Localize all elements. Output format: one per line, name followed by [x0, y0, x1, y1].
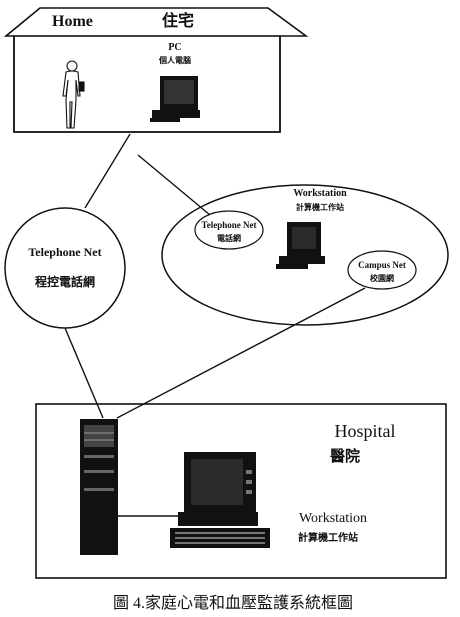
- pc-label: PC: [168, 42, 181, 53]
- campus-net-label-zh: 校園網: [370, 273, 394, 283]
- small-telephone-net-label: Telephone Net: [202, 220, 257, 230]
- small-telephone-net-ellipse: [194, 210, 264, 250]
- campus-group: Workstation 計算機工作站 Telephone Net 電話網 Cam…: [161, 184, 449, 326]
- figure-caption: 圖 4.家庭心電和血壓監護系統框圖: [113, 594, 353, 612]
- hospital-workstation-label-zh: 計算機工作站: [298, 531, 358, 544]
- link-home-telephone: [84, 133, 131, 209]
- campus-workstation-label: Workstation: [293, 188, 347, 199]
- hospital-workstation-icon: [170, 452, 270, 548]
- campus-workstation-icon: [276, 222, 325, 269]
- hospital-frame: [35, 403, 447, 579]
- telephone-net-label-zh: 程控電話網: [35, 274, 95, 289]
- link-campus-hospital: [116, 287, 366, 419]
- campus-net-label: Campus Net: [358, 260, 406, 270]
- small-telephone-net-label-zh: 電話網: [217, 233, 241, 243]
- telephone-net-circle: [4, 207, 126, 329]
- telephone-net-node: Telephone Net 程控電話網: [4, 207, 126, 329]
- link-telephone-hospital: [64, 327, 104, 419]
- campus-workstation-label-zh: 計算機工作站: [296, 202, 344, 212]
- hospital-workstation-label: Workstation: [299, 511, 367, 526]
- campus-net-ellipse: [347, 250, 417, 290]
- campus-group-ellipse: [161, 184, 449, 326]
- home-frame: [13, 35, 281, 133]
- telephone-net-label: Telephone Net: [28, 245, 101, 259]
- person-icon: [62, 60, 85, 129]
- home-box: Home 住宅 PC 個人電腦: [3, 7, 309, 133]
- home-title-en: Home: [52, 13, 93, 30]
- pc-icon: [150, 76, 200, 122]
- home-title-zh: 住宅: [162, 11, 194, 30]
- hospital-box: Hospital 醫院 Workstation 計算: [35, 403, 447, 579]
- hospital-title-en: Hospital: [335, 421, 396, 441]
- server-tower-icon: [80, 419, 118, 555]
- link-home-campus: [137, 154, 211, 216]
- pc-label-zh: 個人電腦: [158, 55, 191, 65]
- hospital-title-zh: 醫院: [330, 447, 360, 465]
